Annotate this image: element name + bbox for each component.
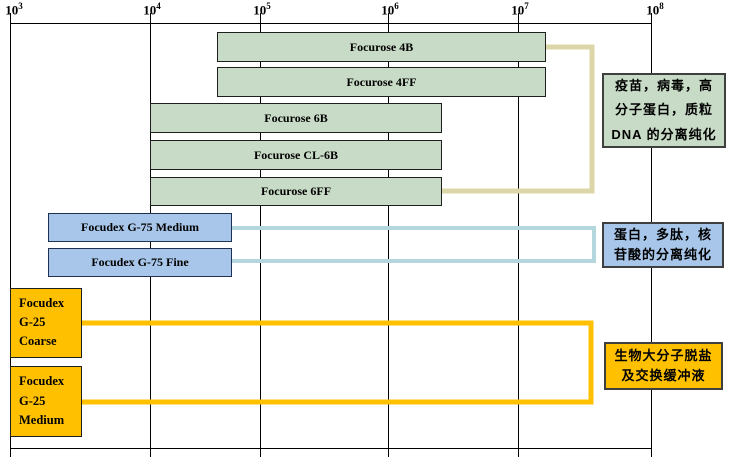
box-label-line: Medium	[19, 412, 65, 427]
bar-focudex-g25-coarse: Focudex G-25 Coarse	[10, 288, 82, 358]
x-tick-label-1e4: 104	[143, 1, 161, 18]
x-tick-label-1e6: 106	[381, 1, 399, 18]
bar-focurose-4b: Focurose 4B	[217, 32, 546, 62]
bar-label: Focurose CL-6B	[253, 147, 339, 162]
annotation-protein-peptide: 蛋白，多肽，核 苷酸的分离纯化	[602, 222, 724, 268]
bar-focurose-6ff: Focurose 6FF	[150, 177, 442, 206]
axis-top-line	[10, 23, 652, 24]
x-tick-label-1e5: 105	[253, 1, 271, 18]
tick-bottom-1e8	[651, 448, 652, 457]
bar-label: Focurose 6B	[264, 110, 328, 125]
box-label-line: Focudex	[19, 374, 65, 389]
annotation-line: 分子蛋白，质粒	[614, 102, 713, 118]
tick-bottom-1e3	[10, 448, 11, 457]
bar-focudex-g25-medium: Focudex G-25 Medium	[10, 366, 82, 437]
box-label-line: G-25	[19, 393, 46, 408]
annotation-line: 生物大分子脱盐	[614, 347, 713, 363]
x-tick-label-1e7: 107	[511, 1, 529, 18]
annotation-line: 疫苗，病毒，高	[614, 78, 713, 94]
tick-top-1e6	[388, 13, 389, 23]
bar-label: Focurose 4FF	[346, 74, 417, 89]
annotation-line: 苷酸的分离纯化	[613, 247, 712, 262]
x-tick-label-1e3: 103	[5, 1, 23, 18]
tick-bottom-1e4	[150, 448, 151, 457]
tick-top-1e7	[518, 13, 519, 23]
bar-focudex-g75-fine: Focudex G-75 Fine	[48, 248, 232, 277]
bar-focurose-4ff: Focurose 4FF	[217, 67, 546, 97]
annotation-line: 及交换缓冲液	[621, 368, 706, 383]
tick-top-1e5	[260, 13, 261, 23]
box-label-line: Coarse	[19, 334, 57, 349]
bar-focudex-g75-medium: Focudex G-75 Medium	[48, 213, 232, 242]
bar-focurose-cl-6b: Focurose CL-6B	[150, 140, 442, 170]
bar-label: Focudex G-75 Fine	[91, 255, 189, 269]
box-label-line: G-25	[19, 315, 46, 330]
yellow-group-bracket	[82, 320, 594, 405]
bar-focurose-6b: Focurose 6B	[150, 103, 442, 133]
blue-group-bracket	[232, 226, 596, 263]
gridline-1e3	[10, 23, 11, 448]
bar-label: Focurose 6FF	[260, 184, 332, 198]
tick-bottom-1e5	[260, 448, 261, 457]
tick-top-1e3	[10, 13, 11, 23]
annotation-desalting-buffer: 生物大分子脱盐 及交换缓冲液	[604, 342, 723, 390]
annotation-vaccine-virus: 疫苗，病毒，高 分子蛋白，质粒 DNA 的分离纯化	[602, 73, 726, 148]
x-tick-label-1e8: 108	[646, 1, 664, 18]
bar-label: Focurose 4B	[349, 39, 414, 54]
bar-label: Focudex G-75 Medium	[81, 220, 199, 234]
tick-bottom-1e7	[518, 448, 519, 457]
axis-bottom-line	[10, 448, 652, 449]
annotation-line: DNA 的分离纯化	[611, 126, 717, 142]
tick-top-1e4	[150, 13, 151, 23]
box-label-line: Focudex	[19, 296, 65, 311]
annotation-line: 蛋白，多肽，核	[613, 226, 712, 242]
tick-top-1e8	[651, 13, 652, 23]
tick-bottom-1e6	[388, 448, 389, 457]
